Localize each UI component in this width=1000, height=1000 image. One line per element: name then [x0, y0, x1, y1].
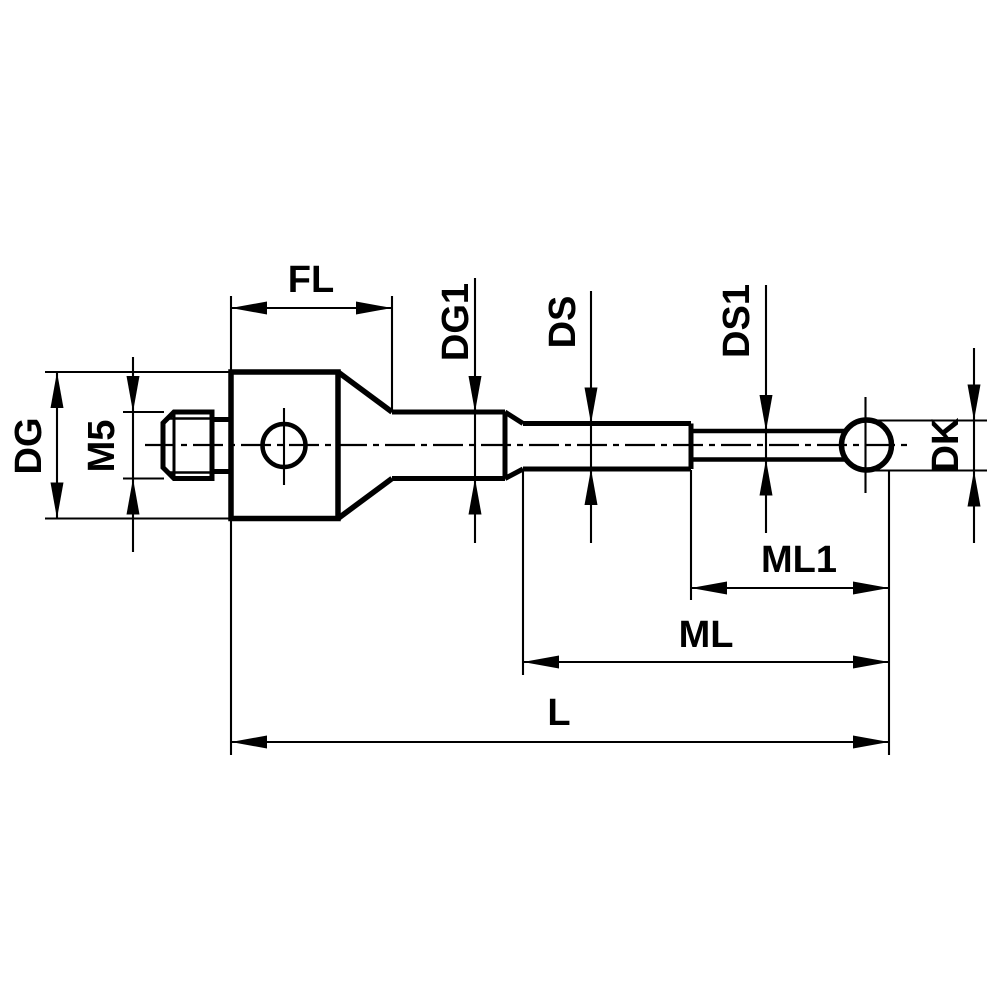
dg1-arrow-bottom	[468, 478, 482, 515]
dimension-fl: FL	[229, 259, 394, 412]
fl-arrow-right	[356, 301, 392, 315]
dim-label-fl: FL	[288, 259, 334, 301]
dimension-dg: DG	[8, 370, 231, 520]
step-chamfer-top	[503, 409, 525, 426]
ds-arrow-bottom	[584, 469, 598, 505]
dimension-ml1: ML1	[689, 470, 889, 600]
ml1-arrow-right	[853, 581, 889, 595]
dim-label-ml1: ML1	[761, 539, 837, 581]
dim-label-dk: DK	[925, 417, 967, 472]
dg-arrow-down	[50, 482, 64, 519]
dim-label-dg1: DG1	[435, 283, 477, 361]
ds1-arrow-bottom	[759, 459, 773, 496]
ml-arrow-right	[853, 655, 889, 669]
dimension-dk: DK	[865, 348, 987, 543]
dimension-dg1: DG1	[435, 278, 482, 543]
m5-arrow-top	[126, 376, 140, 412]
dim-label-ml: ML	[679, 614, 734, 656]
l-arrow-right	[853, 735, 889, 749]
dimension-ds: DS	[542, 291, 598, 543]
dim-label-ds1: DS1	[716, 284, 758, 358]
fl-arrow-left	[231, 301, 267, 315]
m5-arrow-bottom	[126, 478, 140, 515]
l-arrow-left	[231, 735, 267, 749]
ds1-arrow-top	[759, 395, 773, 431]
dimension-ml: ML	[521, 470, 889, 675]
dim-label-l: L	[547, 692, 570, 734]
ml1-arrow-left	[691, 581, 727, 595]
ds-arrow-top	[584, 387, 598, 424]
dk-arrow-top	[967, 384, 981, 421]
dg1-arrow-top	[468, 376, 482, 412]
step-chamfer-bottom	[503, 466, 525, 481]
taper-bottom-line	[336, 476, 394, 521]
taper-top-line	[336, 369, 394, 415]
dk-arrow-bottom	[967, 470, 981, 507]
dg-arrow-up	[50, 372, 64, 408]
ml-arrow-left	[523, 655, 559, 669]
dimension-l: L	[229, 520, 889, 755]
dim-label-m5: M5	[81, 420, 123, 473]
dimension-m5: M5	[81, 357, 164, 552]
dimension-ds1: DS1	[716, 284, 773, 533]
dim-label-ds: DS	[542, 296, 584, 349]
dim-label-dg: DG	[8, 418, 50, 475]
